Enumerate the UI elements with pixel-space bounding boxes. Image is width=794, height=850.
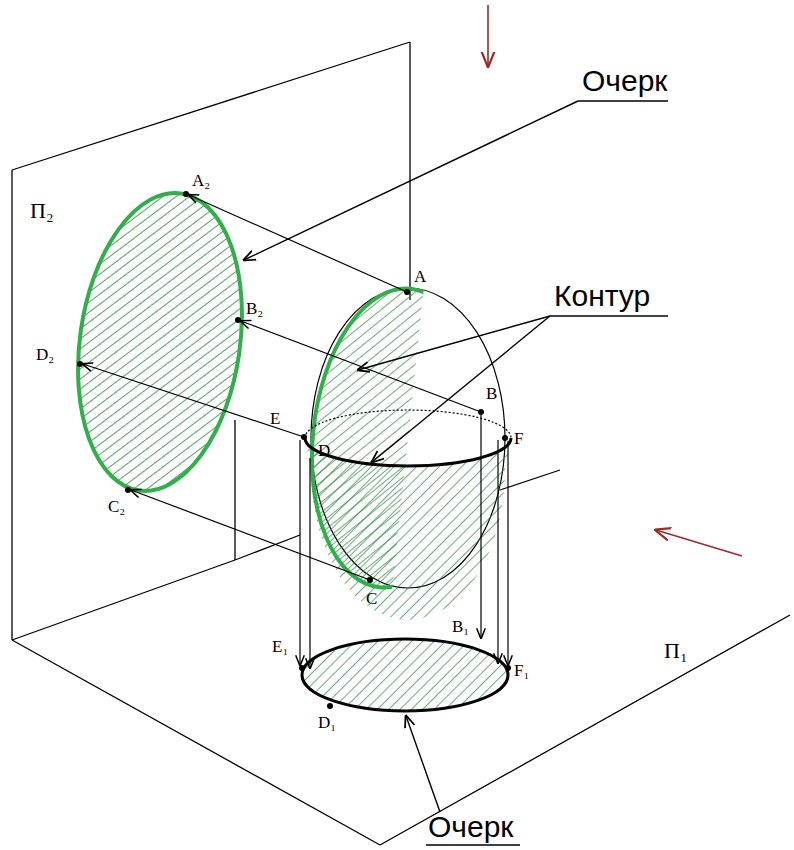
point-label: A [414,268,426,285]
point-label: B [486,385,497,402]
projecting-rays [83,195,508,668]
view-arrow [656,530,742,556]
plane-label: П₁ [664,640,688,662]
horizontal-outline [302,639,508,711]
point-label: C₂ [108,498,125,515]
point-label: A₂ [192,172,210,189]
point-label: B₂ [246,300,263,317]
plane-label: П₂ [30,200,54,222]
projection-points [77,191,511,709]
point-label: D₁ [318,714,336,731]
callout-text: Контур [554,281,650,311]
ellipsoid [298,280,511,620]
callout-leaders [244,101,668,845]
view-arrow [487,5,489,66]
point-label: D [318,442,330,459]
frontal-outline [60,182,260,501]
point-label: E₁ [272,638,288,655]
point-label: E [270,410,280,427]
point-label: F₁ [514,662,529,679]
point-label: C [366,590,377,607]
plane-frame [12,42,790,845]
point-label: F [514,430,523,447]
callout-text: Очерк [582,66,667,96]
callout-text: Очерк [428,812,513,842]
point-label: D₂ [36,346,54,363]
point-label: B₁ [452,618,469,635]
